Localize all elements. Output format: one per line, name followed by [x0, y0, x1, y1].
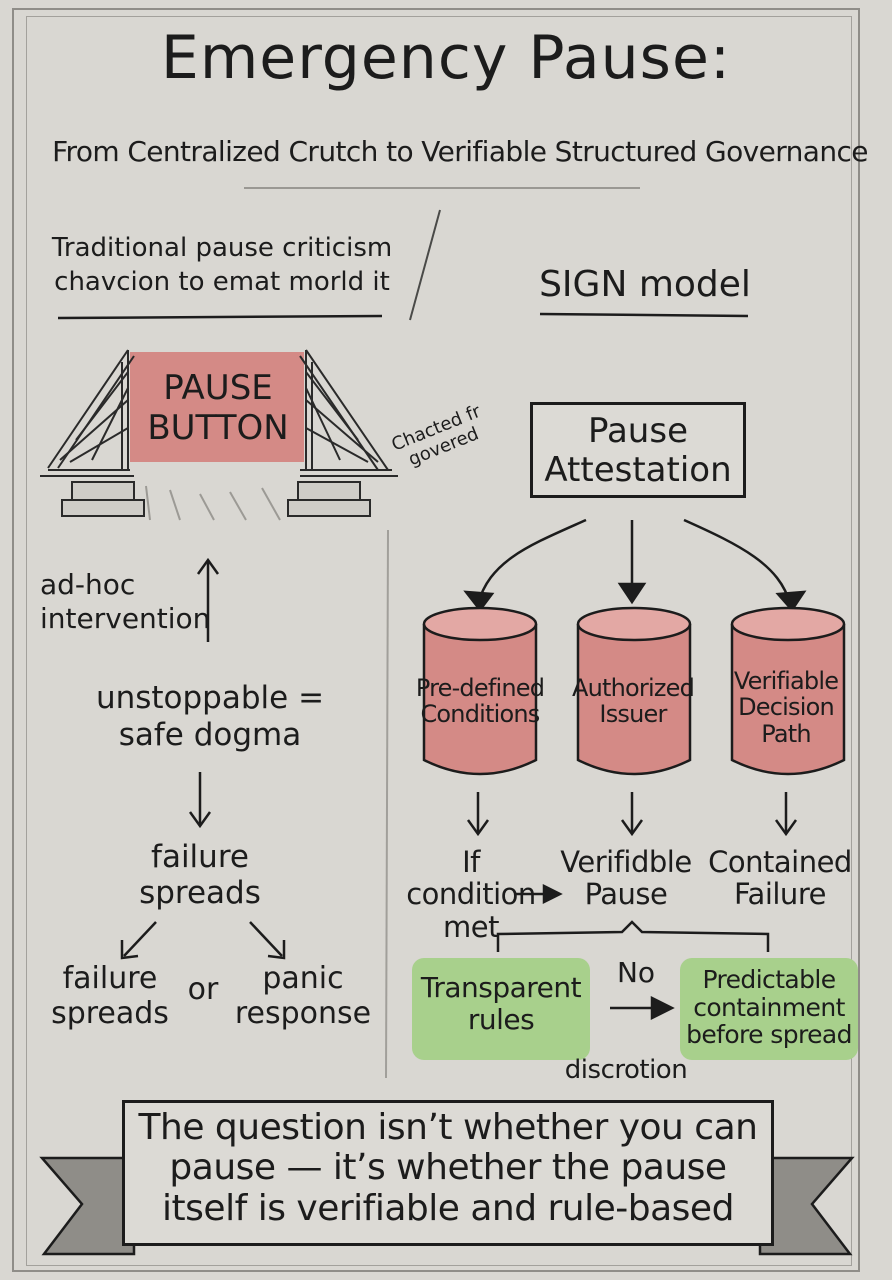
- rules-label: Transparent rules: [420, 971, 582, 1037]
- heading-slash: [409, 209, 441, 321]
- page-title: Emergency Pause:: [160, 23, 732, 93]
- quote-banner: [122, 1100, 774, 1246]
- outer-frame: [12, 8, 860, 1272]
- containment-label: Predictable containment before spread: [686, 965, 852, 1049]
- outcome-left-label: failure spreads: [51, 961, 169, 1031]
- dogma-label: unstoppable = safe dogma: [95, 680, 325, 754]
- component-conditions: Pre-defined Conditions: [415, 674, 545, 729]
- or-label: or: [187, 972, 219, 1007]
- result-arrows: [466, 792, 798, 905]
- attestation-label: Pause Attestation: [544, 411, 732, 491]
- containment-box: [680, 958, 858, 1060]
- banner-ribbon: [39, 1156, 855, 1256]
- pause-button-sign: PAUSE BUTTON: [147, 368, 289, 449]
- rules-box: [412, 958, 590, 1060]
- attestation-box: [530, 402, 746, 498]
- component-issuer: Authorized Issuer: [571, 674, 695, 729]
- component-decision-path: Verifiable Decision Path: [733, 667, 839, 748]
- attestation-arrows: [463, 518, 807, 613]
- left-heading-underline: [57, 314, 383, 320]
- failure-label: failure spreads: [139, 839, 261, 911]
- left-heading: Traditional pause criticism chavcion to …: [51, 233, 393, 297]
- result-contained-failure: Contained Failure: [708, 845, 852, 912]
- sign-heading-underline: [539, 312, 749, 318]
- banner-quote: The question isn’t whether you can pause…: [138, 1107, 758, 1229]
- outcome-right-label: panic response: [234, 961, 372, 1031]
- page-subtitle: From Centralized Crutch to Verifiable St…: [52, 135, 868, 168]
- bridge-icon: [40, 349, 398, 521]
- left-flow-arrows: [120, 557, 286, 960]
- column-divider: [385, 529, 389, 1079]
- cylinder-shapes: [422, 606, 846, 776]
- result-condition-met: If condition met: [406, 845, 536, 944]
- adhoc-label: ad-hoc intervention: [40, 568, 211, 635]
- brace-line: [496, 920, 770, 952]
- sign-heading: SIGN model: [539, 264, 751, 305]
- result-verifiable-pause: Verifidble Pause: [560, 845, 692, 912]
- no-arrow: [610, 995, 675, 1021]
- inner-frame: [26, 16, 852, 1266]
- no-label: No: [616, 956, 656, 989]
- discretion-label: discrotion: [564, 1055, 688, 1085]
